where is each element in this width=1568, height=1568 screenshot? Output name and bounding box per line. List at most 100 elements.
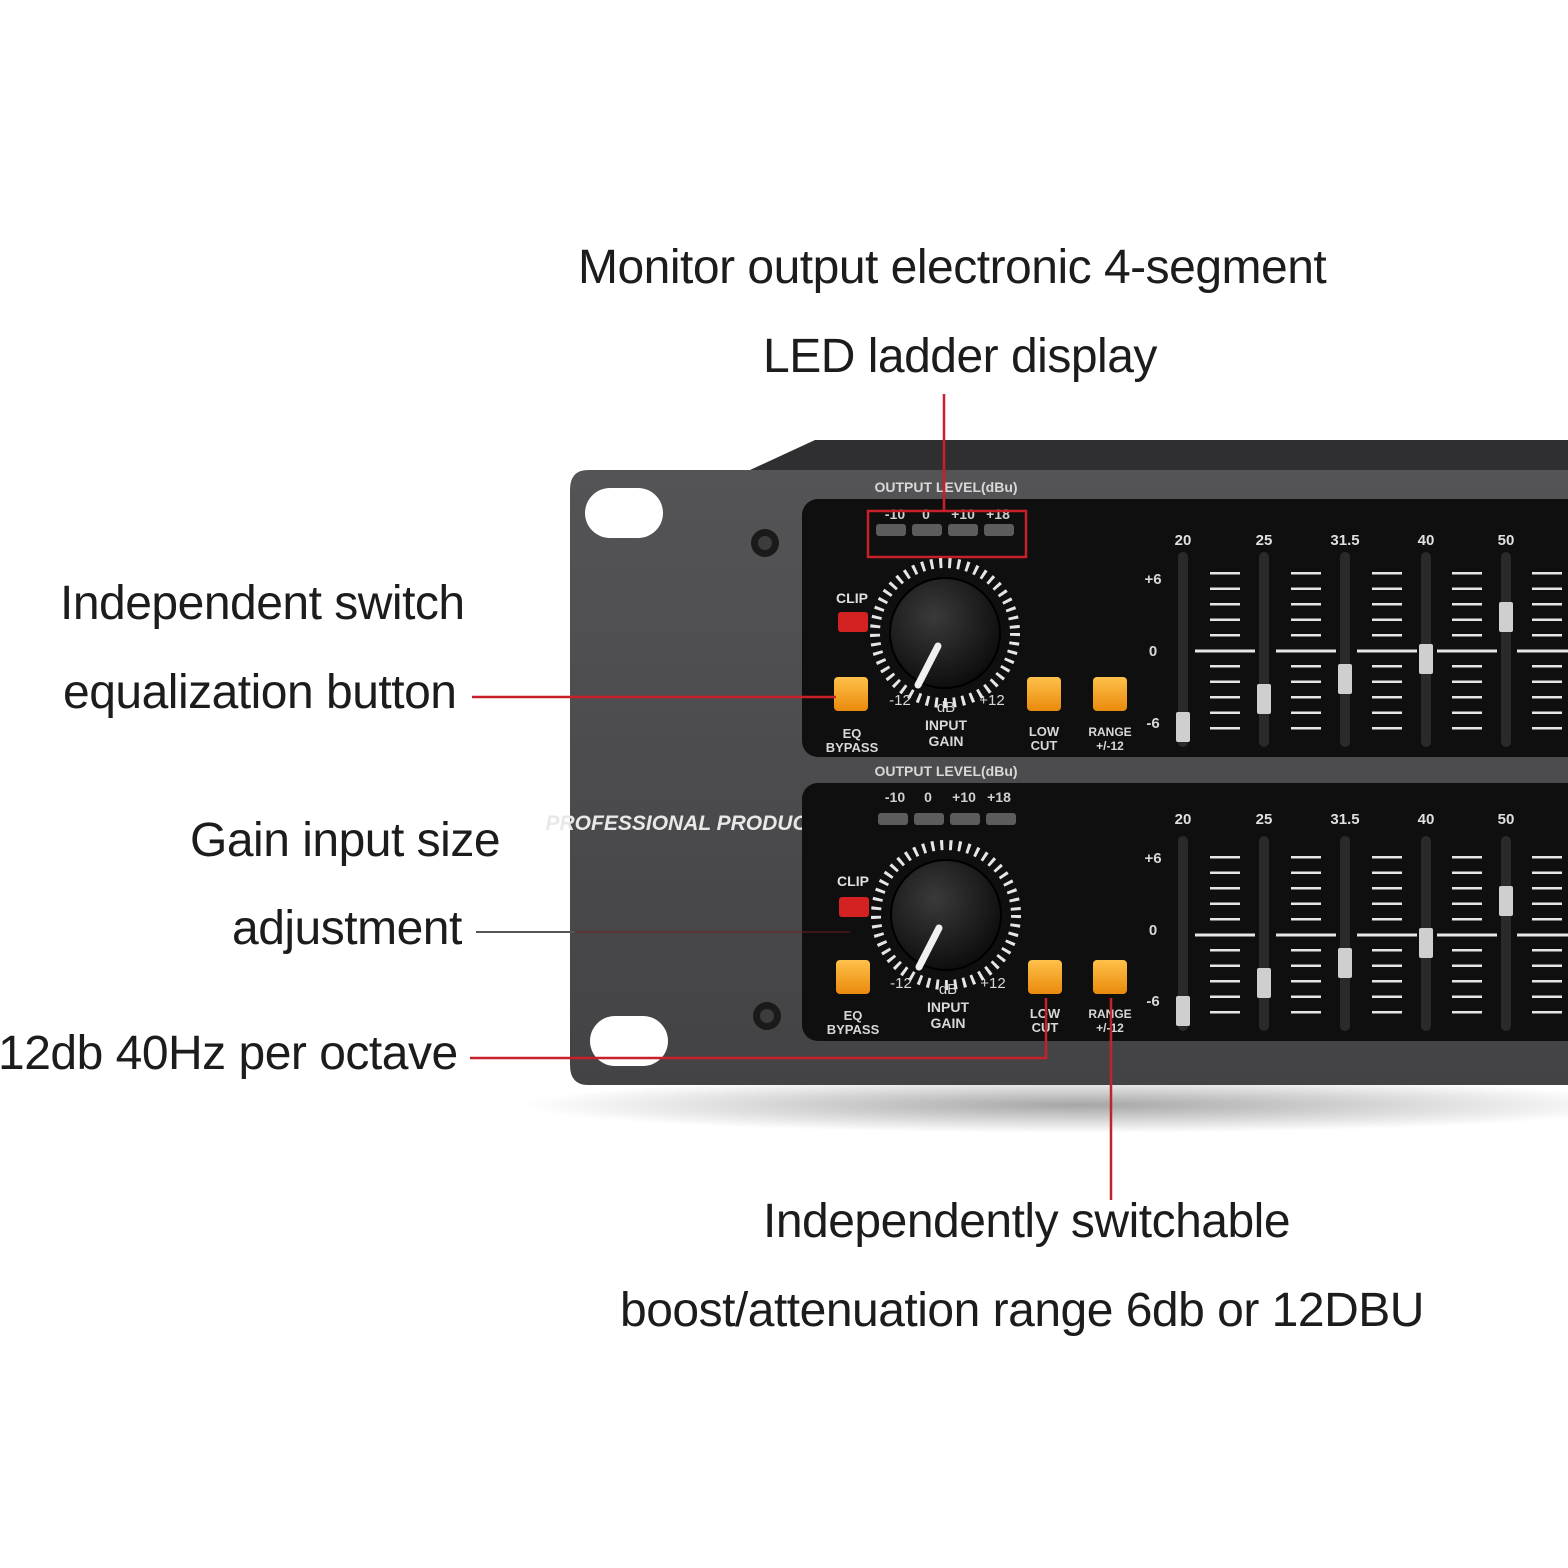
eq-bypass-label: BYPASS	[826, 740, 879, 755]
fader-tick	[1210, 964, 1240, 967]
freq-band-label: 25	[1256, 532, 1273, 549]
db-scale-label: 0	[1149, 643, 1157, 660]
fader-tick	[1517, 649, 1568, 653]
fader-tick	[1372, 887, 1402, 890]
lowcut-callout-line1: 12db 40Hz per octave	[0, 1027, 458, 1080]
fader-tick	[1437, 649, 1497, 653]
fader-cap[interactable]	[1257, 684, 1271, 714]
knob-unit-label: dB	[937, 699, 955, 716]
fader-tick	[1532, 918, 1562, 921]
fader-tick	[1210, 696, 1240, 699]
fader-tick	[1452, 1011, 1482, 1014]
fader-tick	[1452, 902, 1482, 905]
led-ladder-display	[878, 813, 1016, 825]
fader-cap[interactable]	[1257, 968, 1271, 998]
fader-cap[interactable]	[1499, 886, 1513, 916]
fader-tick	[1452, 980, 1482, 983]
input-gain-knob[interactable]	[871, 840, 1021, 990]
fader-tick	[1210, 902, 1240, 905]
fader-slot[interactable]	[1178, 552, 1188, 747]
range-button[interactable]	[1093, 677, 1127, 711]
screw-icon	[753, 1002, 781, 1030]
fader-cap[interactable]	[1419, 644, 1433, 674]
range-button[interactable]	[1093, 960, 1127, 994]
fader-tick	[1532, 618, 1562, 621]
fader-tick	[1210, 887, 1240, 890]
fader-tick	[1210, 572, 1240, 575]
fader-tick	[1291, 918, 1321, 921]
fader-cap[interactable]	[1176, 712, 1190, 742]
lowcut-callout-line	[470, 998, 1048, 1060]
fader-tick	[1532, 995, 1562, 998]
db-scale-label: +6	[1144, 571, 1161, 588]
device-shadow	[520, 1077, 1568, 1133]
fader-tick	[1210, 918, 1240, 921]
output-level-label: OUTPUT LEVEL(dBu)	[874, 479, 1017, 495]
fader-slot[interactable]	[1501, 836, 1511, 1031]
input-gain-label: GAIN	[931, 1015, 966, 1031]
fader-tick	[1291, 665, 1321, 668]
fader-cap[interactable]	[1176, 996, 1190, 1026]
eq-bypass-button[interactable]	[836, 960, 870, 994]
db-scale-label: -6	[1146, 715, 1159, 732]
eq-fader-bank[interactable]	[1176, 836, 1568, 1031]
eq-bypass-button[interactable]	[834, 677, 868, 711]
fader-slot[interactable]	[1340, 836, 1350, 1031]
gain-callout-line2: adjustment	[232, 902, 462, 955]
fader-tick	[1372, 918, 1402, 921]
led-scale-label: 0	[922, 506, 930, 522]
clip-label: CLIP	[836, 590, 868, 606]
fader-tick	[1291, 634, 1321, 637]
fader-tick	[1452, 871, 1482, 874]
fader-tick	[1291, 711, 1321, 714]
fader-slot[interactable]	[1259, 836, 1269, 1031]
fader-tick	[1372, 665, 1402, 668]
fader-tick	[1291, 680, 1321, 683]
fader-tick	[1372, 618, 1402, 621]
fader-cap[interactable]	[1338, 664, 1352, 694]
input-gain-knob[interactable]	[870, 558, 1020, 708]
fader-tick	[1357, 933, 1417, 937]
fader-cap[interactable]	[1338, 948, 1352, 978]
range-label: RANGE	[1088, 725, 1131, 739]
fader-cap[interactable]	[1419, 928, 1433, 958]
fader-slot[interactable]	[1501, 552, 1511, 747]
fader-tick	[1452, 995, 1482, 998]
fader-tick	[1372, 572, 1402, 575]
input-gain-label: INPUT	[927, 999, 969, 1015]
fader-tick	[1532, 572, 1562, 575]
fader-tick	[1452, 603, 1482, 606]
fader-tick	[1291, 995, 1321, 998]
eq-bypass-label: EQ	[844, 1008, 863, 1023]
led-display-callout-line1: Monitor output electronic 4-segment	[578, 241, 1327, 294]
fader-tick	[1372, 949, 1402, 952]
fader-tick	[1372, 980, 1402, 983]
eq-fader-bank[interactable]	[1176, 552, 1568, 747]
freq-band-label: 40	[1418, 811, 1435, 828]
low-cut-button[interactable]	[1027, 677, 1061, 711]
fader-tick	[1452, 918, 1482, 921]
fader-slot[interactable]	[1259, 552, 1269, 747]
fader-cap[interactable]	[1499, 602, 1513, 632]
fader-tick	[1210, 856, 1240, 859]
fader-tick	[1517, 933, 1568, 937]
fader-tick	[1291, 618, 1321, 621]
low-cut-button[interactable]	[1028, 960, 1062, 994]
fader-tick	[1452, 634, 1482, 637]
db-scale-label: -6	[1146, 993, 1159, 1010]
fader-tick	[1452, 887, 1482, 890]
fader-tick	[1532, 665, 1562, 668]
clip-led	[839, 897, 869, 917]
freq-band-label: 31.5	[1330, 532, 1359, 549]
low-cut-label: LOW	[1029, 724, 1060, 739]
fader-slot[interactable]	[1340, 552, 1350, 747]
fader-slot[interactable]	[1178, 836, 1188, 1031]
fader-tick	[1532, 856, 1562, 859]
fader-tick	[1276, 649, 1336, 653]
freq-band-label: 50	[1498, 532, 1515, 549]
led-scale-label: +18	[987, 789, 1011, 805]
fader-tick	[1210, 618, 1240, 621]
rack-hole-top	[585, 488, 663, 538]
fader-tick	[1372, 587, 1402, 590]
